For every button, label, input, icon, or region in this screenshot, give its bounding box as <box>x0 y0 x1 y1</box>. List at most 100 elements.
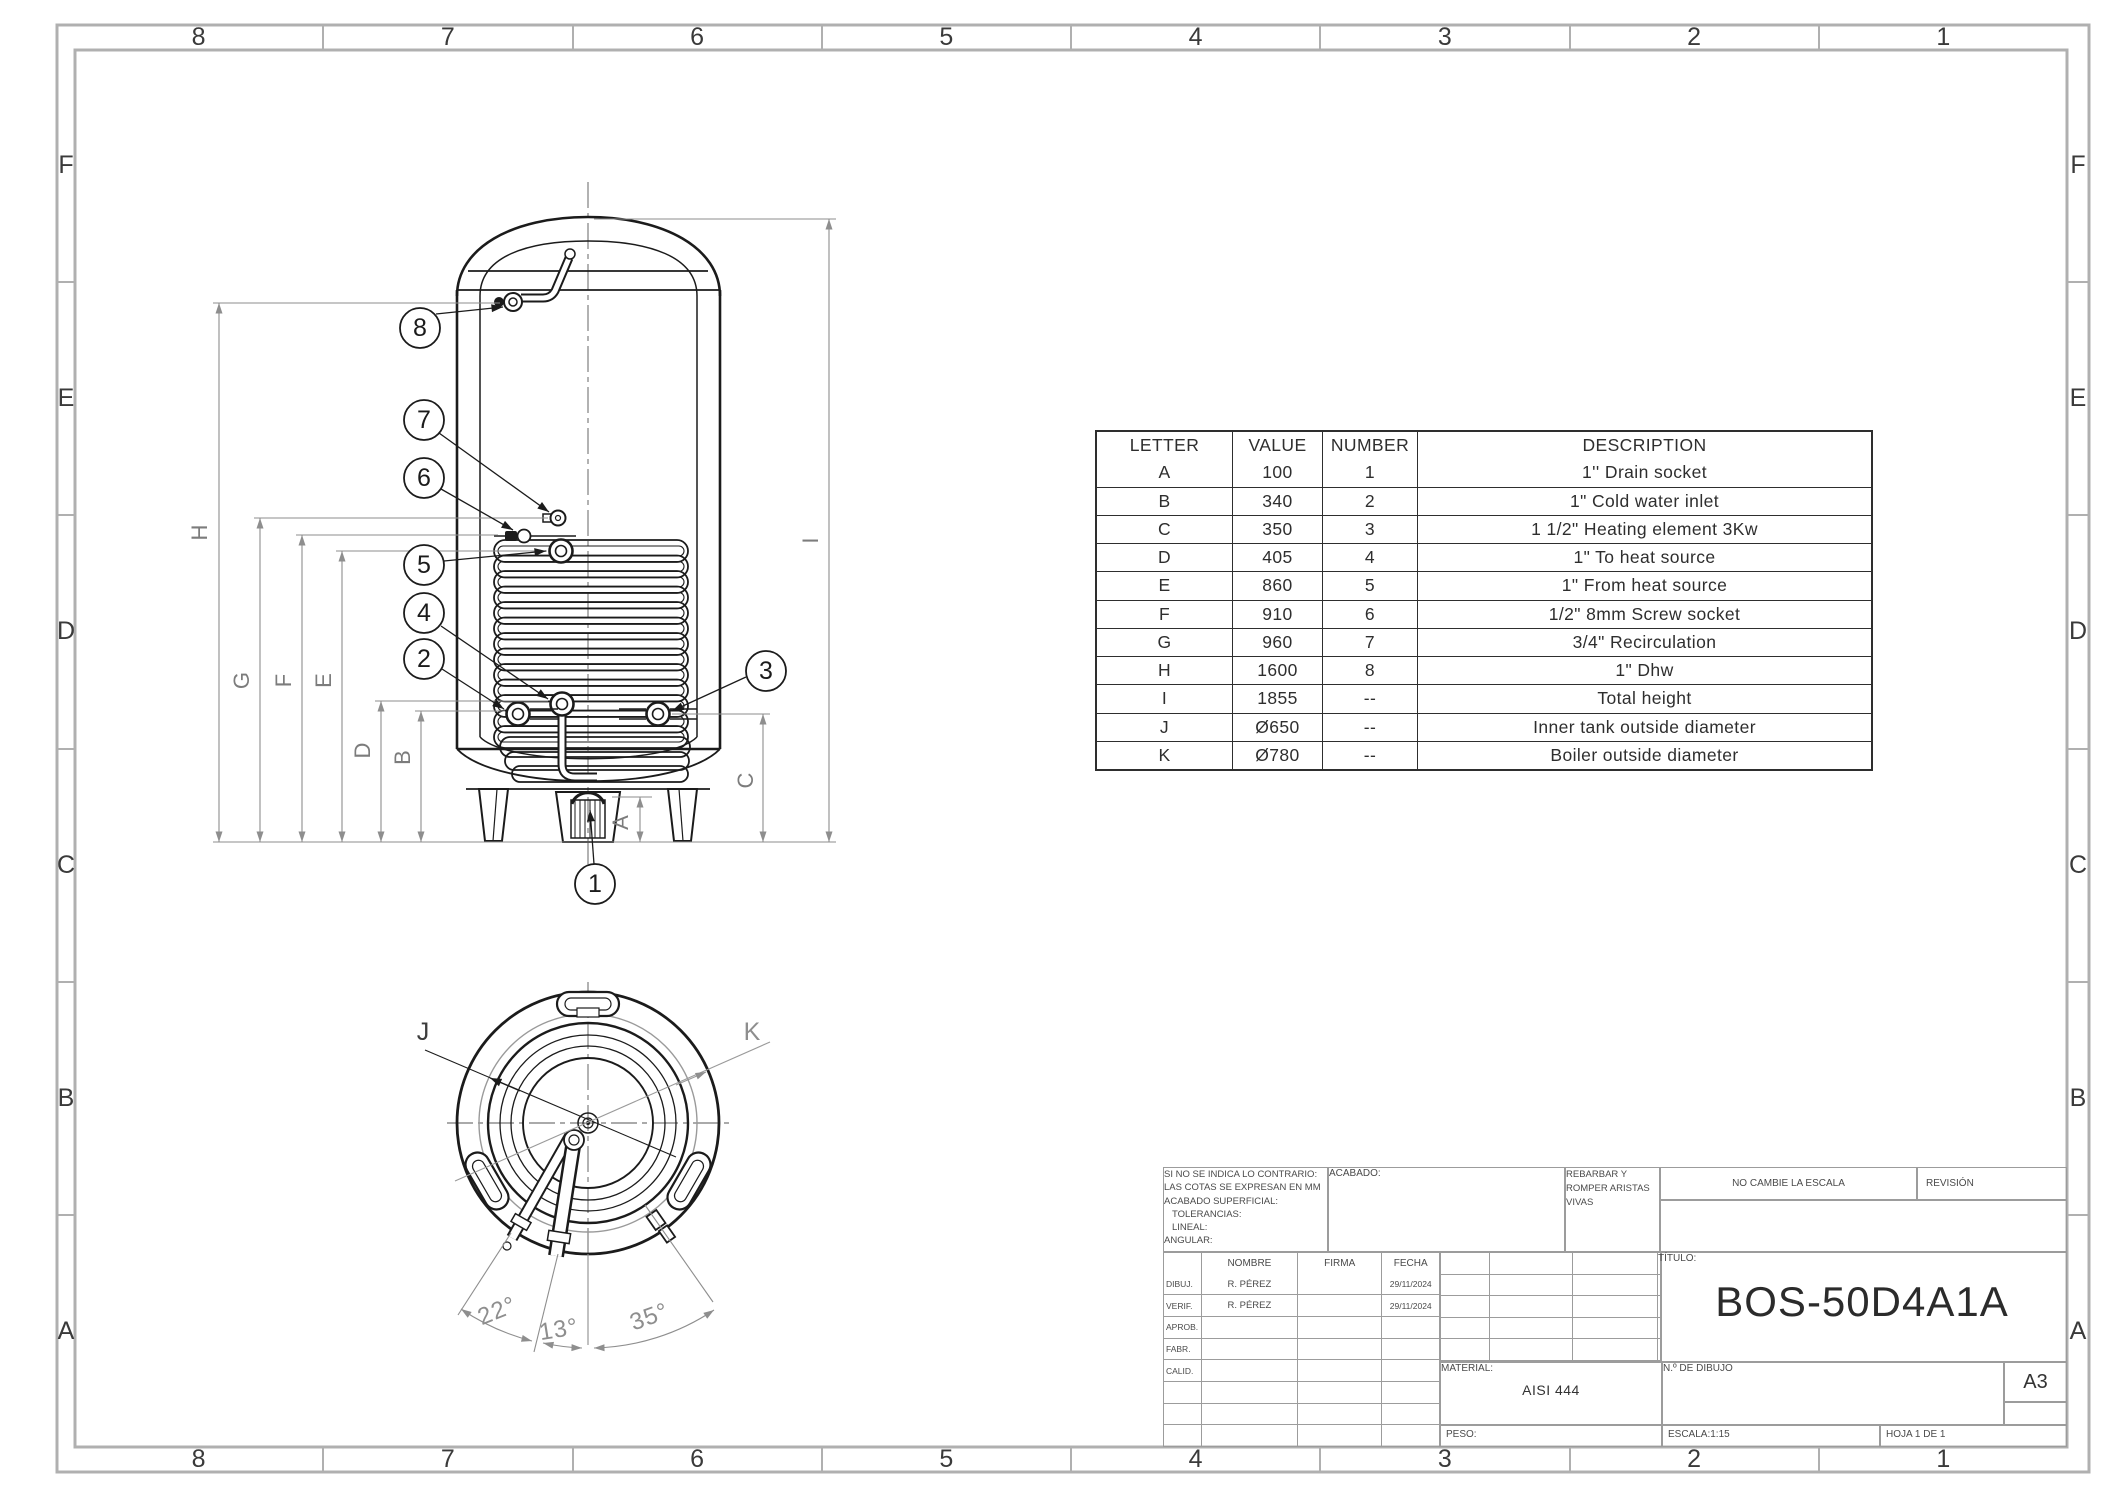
callout-6: 6 <box>417 464 431 492</box>
revision-label: REVISIÓN <box>1926 1178 1974 1189</box>
sig-fecha <box>1381 1317 1439 1338</box>
deburr-note-line: ROMPER ARISTAS <box>1566 1182 1650 1194</box>
sheet-size: A3 <box>2023 1370 2048 1393</box>
material-box: MATERIAL: AISI 444 <box>1440 1362 1662 1425</box>
callout-3: 3 <box>759 657 773 685</box>
cell-letter: B <box>1158 490 1171 511</box>
col-header-letter: LETTER <box>1129 435 1200 456</box>
sig-firma <box>1297 1338 1381 1360</box>
no-scale-label: NO CAMBIE LA ESCALA <box>1732 1178 1845 1189</box>
fitting-6-screw-socket <box>494 528 576 544</box>
tolerance-note-line: ANGULAR: <box>1164 1235 1213 1247</box>
cell-number: 3 <box>1322 515 1417 543</box>
grid-row-label: D <box>2067 514 2089 747</box>
drawing-number-box: N.º DE DIBUJO <box>1662 1362 2004 1425</box>
heating-coil <box>493 539 691 783</box>
cell-number: 6 <box>1322 600 1417 628</box>
cell-letter: E <box>1158 575 1171 596</box>
tank-legs <box>477 788 699 842</box>
material-value: AISI 444 <box>1522 1382 1580 1398</box>
col-header-number: NUMBER <box>1322 432 1417 460</box>
callout-1: 1 <box>588 870 602 898</box>
spec-table-row: D 405 4 1" To heat source <box>1097 543 1871 572</box>
grid-column-label: 7 <box>322 1445 571 1473</box>
grid-column-label: 4 <box>1070 23 1319 51</box>
sig-role: FABR. <box>1166 1344 1191 1355</box>
cell-number: -- <box>1322 685 1417 713</box>
signature-row <box>1164 1424 1439 1447</box>
dim-label-e: E <box>311 672 336 688</box>
dim-label-d: D <box>350 742 375 759</box>
diameter-label-j: J <box>417 1018 430 1046</box>
cell-value: Ø780 <box>1232 741 1322 769</box>
connection-spec-table: LETTER VALUE NUMBER DESCRIPTION A 100 1 … <box>1095 430 1873 771</box>
bottom-pipe-2 <box>502 1133 576 1251</box>
spec-table-header: LETTER VALUE NUMBER DESCRIPTION <box>1097 432 1871 460</box>
tolerance-note-line: LAS COTAS SE EXPRESAN EN MM <box>1164 1182 1321 1194</box>
cell-value: 1855 <box>1232 685 1322 713</box>
drawing-title: BOS-50D4A1A <box>1715 1278 2009 1325</box>
spec-table-row: F 910 6 1/2" 8mm Screw socket <box>1097 599 1871 628</box>
sig-firma <box>1297 1317 1381 1338</box>
deburr-note-line: REBARBAR Y <box>1566 1169 1628 1180</box>
cell-number: 5 <box>1322 572 1417 600</box>
grid-column-label: 2 <box>1568 1445 1818 1473</box>
tolerance-note-line: ACABADO SUPERFICIAL: <box>1164 1195 1279 1207</box>
sheet-size-sub-box <box>2004 1402 2067 1425</box>
callout-7: 7 <box>417 406 431 434</box>
tolerance-note-line: LINEAL: <box>1172 1222 1208 1234</box>
cell-letter: I <box>1161 688 1168 709</box>
sig-role: CALID. <box>1166 1365 1194 1376</box>
cell-description: Inner tank outside diameter <box>1417 713 1871 741</box>
grid-row-label: A <box>2067 1213 2089 1447</box>
signature-row: FABR. <box>1164 1337 1439 1360</box>
grid-column-label: 6 <box>571 1445 821 1473</box>
grid-row-label: F <box>58 151 74 180</box>
sig-fecha <box>1381 1382 1439 1403</box>
leg-slot-top <box>555 990 621 1018</box>
grid-column-label: 3 <box>1319 23 1568 51</box>
cell-value: 340 <box>1232 487 1322 515</box>
sig-name <box>1200 1425 1297 1447</box>
cell-description: 1 1/2" Heating element 3Kw <box>1417 515 1871 543</box>
header-fecha: FECHA <box>1381 1253 1439 1274</box>
angle-label-35: 35° <box>626 1298 672 1337</box>
tolerance-note-line: TOLERANCIAS: <box>1172 1208 1242 1220</box>
grid-row-label: B <box>2067 980 2089 1214</box>
cell-letter: C <box>1157 518 1172 539</box>
tolerance-notes: SI NO SE INDICA LO CONTRARIO:LAS COTAS S… <box>1163 1167 1328 1252</box>
cell-description: 1'' Drain socket <box>1417 459 1871 487</box>
cell-number: -- <box>1322 741 1417 769</box>
sig-firma <box>1297 1360 1381 1382</box>
peso-box: PESO: <box>1440 1425 1662 1447</box>
grid-column-label: 3 <box>1319 1445 1568 1473</box>
cell-description: 1/2" 8mm Screw socket <box>1417 600 1871 628</box>
grid-column-label: 8 <box>191 23 206 51</box>
cell-letter: K <box>1158 744 1171 765</box>
acabado-box: ACABADO: <box>1328 1167 1565 1252</box>
sig-name: R. PÉREZ <box>1200 1295 1297 1317</box>
bottom-view-angles <box>457 1204 715 1353</box>
sig-fecha: 29/11/2024 <box>1381 1295 1439 1317</box>
grid-row-label: E <box>57 281 75 514</box>
sig-fecha <box>1381 1360 1439 1382</box>
sig-firma <box>1297 1382 1381 1403</box>
grid-column-label: 4 <box>1070 1445 1319 1473</box>
signature-header-row: NOMBRE FIRMA FECHA <box>1164 1253 1439 1274</box>
dim-label-a: A <box>608 814 633 830</box>
fitting-2-cold-water <box>505 701 558 727</box>
callout-5: 5 <box>417 551 431 579</box>
cell-value: 100 <box>1232 459 1322 487</box>
sig-name: R. PÉREZ <box>1200 1273 1297 1295</box>
cell-letter: H <box>1157 660 1172 681</box>
material-label: MATERIAL: <box>1441 1363 1494 1374</box>
signature-row <box>1164 1381 1439 1403</box>
col-header-value: VALUE <box>1232 432 1322 460</box>
grid-row-label: B <box>57 980 75 1214</box>
leg-slot-right <box>666 1151 712 1211</box>
bottom-view <box>424 982 771 1264</box>
spec-table-row: B 340 2 1" Cold water inlet <box>1097 486 1871 515</box>
callout-2: 2 <box>417 645 431 673</box>
